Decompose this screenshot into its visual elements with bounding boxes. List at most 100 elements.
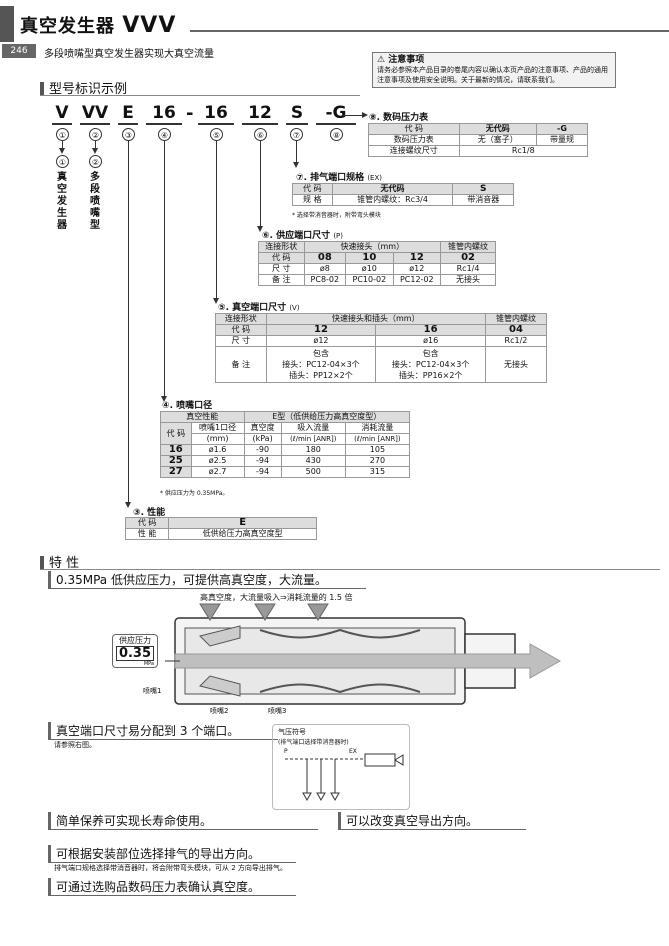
cell: Rc1/4 <box>440 263 496 275</box>
symbol-silencer <box>364 753 396 767</box>
callout-5: ⑤ <box>210 128 223 141</box>
cell: 锥管内螺纹：Rc3/4 <box>331 194 454 206</box>
cell: ø1.6 <box>190 444 245 456</box>
feature-2: 真空端口尺寸易分配到 3 个端口。 <box>48 722 278 740</box>
cell: 锥管内螺纹 <box>440 241 496 253</box>
cell: 低供给压力高真空度型 <box>168 528 317 540</box>
cell: 带量规 <box>535 134 589 146</box>
callout-3: ③ <box>122 128 135 141</box>
cell: S <box>452 183 514 195</box>
page-number: 246 <box>2 44 36 58</box>
callout-8: ⑧ <box>330 128 343 141</box>
cell: 430 <box>280 455 346 467</box>
section-heading-features: 特 性 <box>40 552 79 571</box>
cell: 180 <box>280 444 346 456</box>
feature-5: 可根据安装部位选择排气的导出方向。 <box>48 845 296 863</box>
model-part-v: V <box>52 104 72 125</box>
nozzle1-label: 喷嘴1 <box>143 687 162 695</box>
leader-1 <box>62 141 63 149</box>
cell: 27 <box>160 466 192 478</box>
label-vacuum-generator: 真空发生器 <box>57 172 67 231</box>
suction-path-top <box>259 628 421 639</box>
leader-3 <box>128 141 129 504</box>
cell: 04 <box>484 324 548 336</box>
symbol-exhaust <box>394 754 404 766</box>
model-part-supply-port: 12 <box>242 104 278 125</box>
notice-box: ⚠ 注意事项 请务必参照本产品目录的卷尾内容以确认本页产品的注意事项、产品的通用… <box>372 52 616 88</box>
section-heading-model: 型号标识示例 <box>40 78 127 97</box>
cell: 105 <box>344 444 411 456</box>
diagram-caption: 高真空度，大流量吸入⇒消耗流量的 1.5 倍 <box>200 593 353 602</box>
model-part-vacuum-port: 16 <box>198 104 234 125</box>
leader-5-arrow <box>213 298 219 304</box>
cell: ø12 <box>265 335 377 347</box>
leader-8 <box>343 115 363 116</box>
cell: 吸入流量 <box>280 422 346 434</box>
cell: 尺 寸 <box>215 335 267 347</box>
feature-2-note: 请参照右图。 <box>54 741 96 749</box>
cell: 270 <box>344 455 411 467</box>
leader-5 <box>216 141 217 299</box>
cell: E型（低供给压力高真空度型） <box>243 411 410 423</box>
suction-path-bottom <box>259 683 421 694</box>
callout-1-label: ① <box>56 155 69 168</box>
nozzle-cone-top <box>199 625 241 647</box>
series-name: VVV <box>122 13 177 38</box>
title-text: 真空发生器 <box>20 16 115 37</box>
cell: 代 码 <box>368 123 460 135</box>
cell: 喷嘴1口径 <box>190 422 245 434</box>
cell: ø2.5 <box>190 455 245 467</box>
cell: 锥管内螺纹 <box>484 313 548 325</box>
model-part-e: E <box>118 104 138 125</box>
leader-2 <box>95 141 96 149</box>
cell: 02 <box>440 252 496 264</box>
cell: 16 <box>375 324 486 336</box>
cell: 无接头 <box>484 346 548 383</box>
cell: 尺 寸 <box>258 263 305 275</box>
table7-note: * 选择带消音器时，附带弯头模块 <box>292 212 381 219</box>
callout-4: ④ <box>158 128 171 141</box>
suction-arrow-1 <box>199 603 221 621</box>
table8-title: ⑧. 数码压力表 <box>369 113 429 123</box>
leader-4-arrow <box>161 396 167 402</box>
leader-2-arrow <box>92 148 98 154</box>
cell: 真空性能 <box>160 411 245 423</box>
nozzle2-label: 喷嘴2 <box>210 707 229 715</box>
nozzle-cone-bottom <box>199 675 241 697</box>
cell: 无（塞子） <box>458 134 537 146</box>
cell: 16 <box>160 444 192 456</box>
cell: 真空度 <box>243 422 282 434</box>
cell: 无代码 <box>331 183 454 195</box>
leader-3-arrow <box>125 502 131 508</box>
cell: ø8 <box>303 263 347 275</box>
table4-title: ④. 喷嘴口径 <box>162 401 213 411</box>
feature-6: 可通过选购品数码压力表确认真空度。 <box>48 878 296 896</box>
cell: 备 注 <box>258 274 305 286</box>
cell: 快速接头（mm） <box>303 241 442 253</box>
cell: -94 <box>243 466 282 478</box>
notice-text: 请务必参照本产品目录的卷尾内容以确认本页产品的注意事项、产品的通用注意事项及使用… <box>377 66 608 84</box>
cell: 12 <box>392 252 442 264</box>
feature-1: 0.35MPa 低供应压力，可提供高真空度，大流量。 <box>48 571 366 589</box>
label-multistage-nozzle: 多段喷嘴型 <box>90 172 100 231</box>
cell: -90 <box>243 444 282 456</box>
cell: -G <box>535 123 589 135</box>
callout-6: ⑥ <box>254 128 267 141</box>
supply-unit: MPa <box>143 661 154 667</box>
cell: 10 <box>345 252 394 264</box>
cell: 无代码 <box>458 123 537 135</box>
callout-1: ① <box>56 128 69 141</box>
model-part-gauge: -G <box>316 104 356 125</box>
model-part-exhaust: S <box>286 104 308 125</box>
cell: 12 <box>265 324 377 336</box>
callout-2-label: ② <box>89 155 102 168</box>
symbol-port-v1 <box>302 792 312 802</box>
cell: 连接形状 <box>215 313 267 325</box>
cell: -94 <box>243 455 282 467</box>
cell: PC8-02 <box>303 274 347 286</box>
leader-6-arrow <box>257 226 263 232</box>
